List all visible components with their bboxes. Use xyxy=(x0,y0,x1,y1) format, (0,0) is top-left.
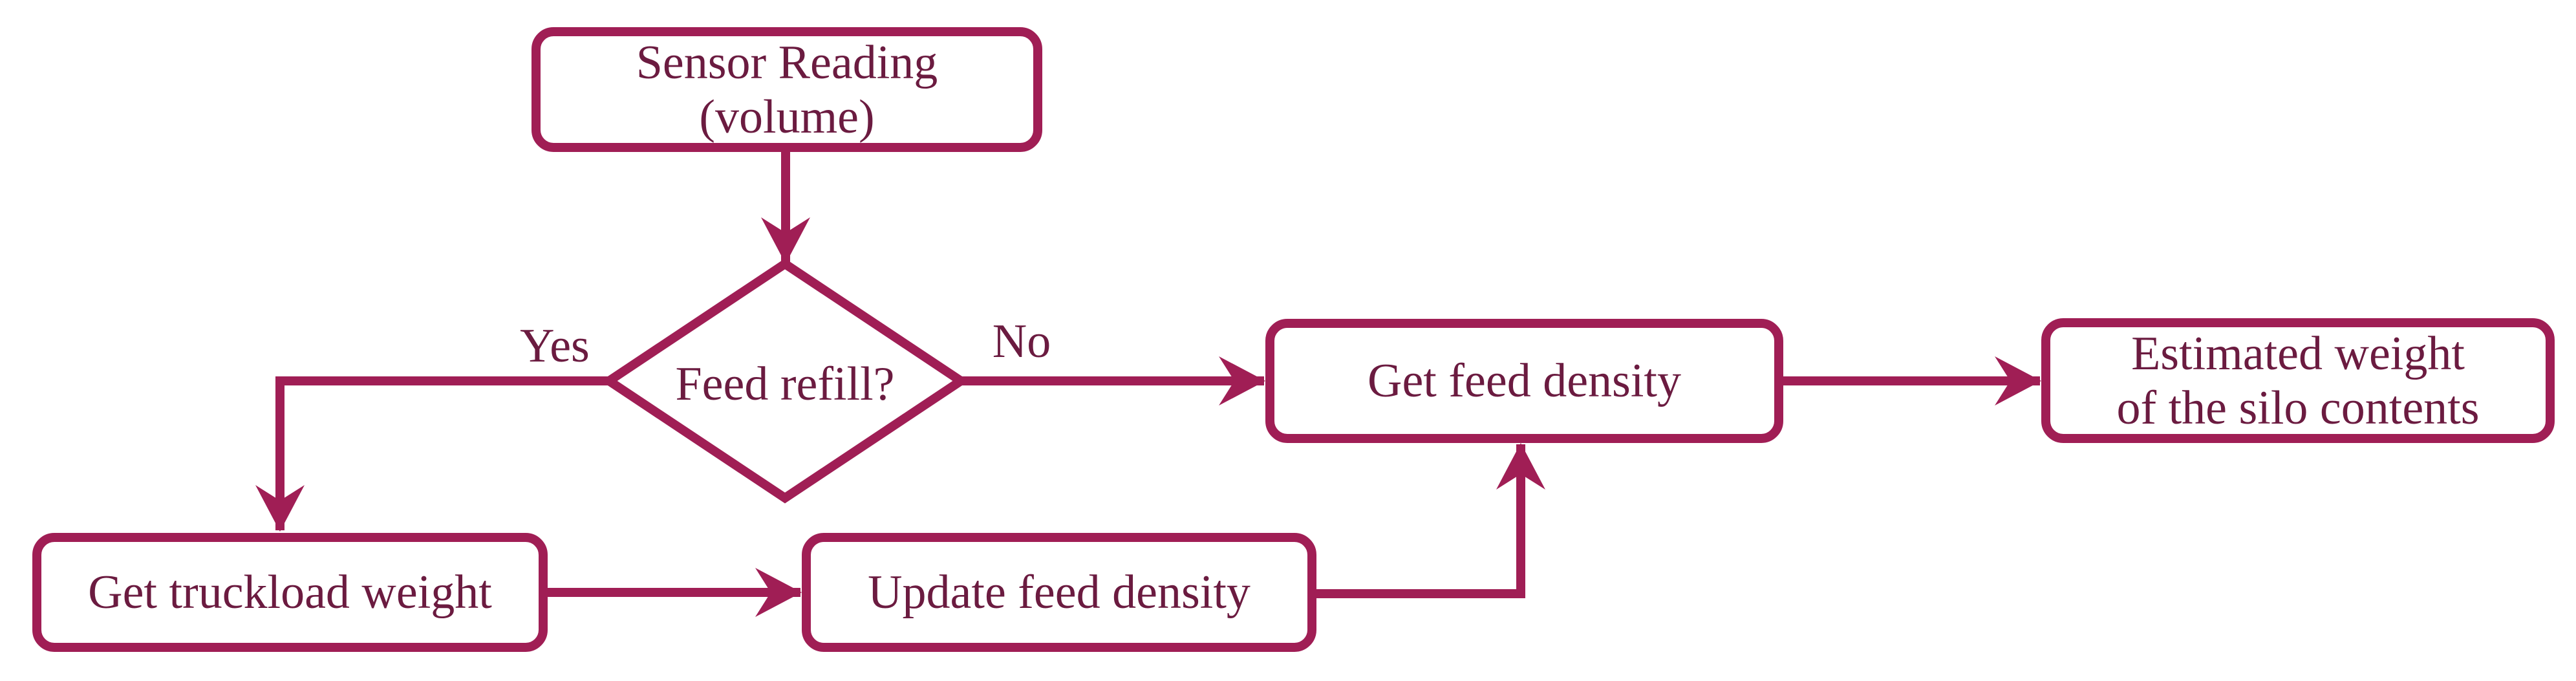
node-get-truckload-weight: Get truckload weight xyxy=(32,533,548,652)
node-estimated-weight: Estimated weight of the silo contents xyxy=(2041,318,2555,443)
node-update-feed-density: Update feed density xyxy=(802,533,1316,652)
decision-diamond-shape xyxy=(601,258,969,504)
node-get-truckload-weight-label: Get truckload weight xyxy=(88,566,492,619)
node-estimated-weight-line1: Estimated weight xyxy=(2131,327,2465,380)
node-estimated-weight-line2: of the silo contents xyxy=(2116,381,2480,435)
edge-label-yes: Yes xyxy=(520,319,590,373)
node-update-feed-density-label: Update feed density xyxy=(868,566,1250,619)
node-feed-refill-label: Feed refill? xyxy=(675,358,895,411)
node-sensor-reading-line2: (volume) xyxy=(699,90,875,144)
node-sensor-reading-line1: Sensor Reading xyxy=(636,36,938,89)
node-get-feed-density: Get feed density xyxy=(1265,319,1783,443)
edge-label-no: No xyxy=(992,315,1051,368)
node-get-feed-density-label: Get feed density xyxy=(1368,354,1681,407)
edge-decision-to-truckload-yes xyxy=(255,376,609,532)
edge-update-to-density xyxy=(1316,443,1545,598)
node-sensor-reading: Sensor Reading (volume) xyxy=(531,27,1042,152)
